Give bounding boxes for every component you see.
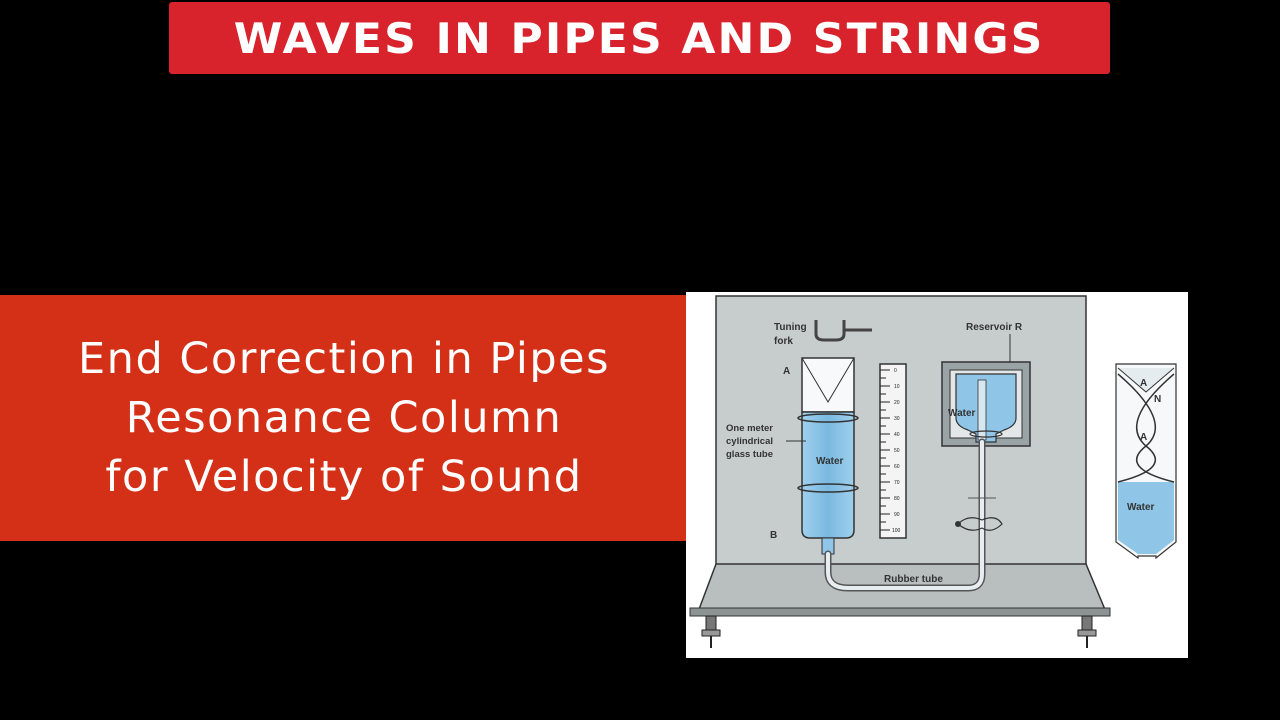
topic-panel: End Correction in Pipes Resonance Column… xyxy=(0,295,688,541)
scale-tick-60: 60 xyxy=(894,464,900,470)
scale-tick-80: 80 xyxy=(894,496,900,502)
leveling-screw-left xyxy=(701,615,721,648)
scale-tick-70: 70 xyxy=(894,480,900,486)
tube-label-1: One meter xyxy=(726,423,773,434)
inset-water-label: Water xyxy=(1127,502,1155,513)
base-edge xyxy=(689,607,1111,617)
point-b-label: B xyxy=(770,530,777,541)
reservoir-label: Reservoir R xyxy=(966,322,1023,333)
standing-wave-inset xyxy=(1115,363,1177,560)
point-a-label: A xyxy=(783,366,790,377)
tuning-fork xyxy=(814,320,872,342)
tube-label-2: cylindrical xyxy=(726,436,773,447)
title-banner: WAVES IN PIPES AND STRINGS xyxy=(169,2,1110,74)
scale-tick-50: 50 xyxy=(894,448,900,454)
scale-tick-30: 30 xyxy=(894,416,900,422)
leveling-screw-right xyxy=(1077,615,1097,648)
apparatus-svg: Tuning fork A B One meter cylindrical gl… xyxy=(689,295,1177,648)
glass-tube xyxy=(797,357,859,555)
rubber-tube-label: Rubber tube xyxy=(884,574,943,585)
inset-antinode-bottom: A xyxy=(1140,432,1147,443)
scale-tick-20: 20 xyxy=(894,400,900,406)
tuning-fork-label-1: Tuning xyxy=(774,322,807,333)
reservoir-water-label: Water xyxy=(948,408,976,419)
pinch-clamp xyxy=(955,497,1003,531)
banner-title: WAVES IN PIPES AND STRINGS xyxy=(234,13,1045,63)
scale-tick-90: 90 xyxy=(894,512,900,518)
scale-tick-100: 100 xyxy=(892,528,901,534)
scale-tick-40: 40 xyxy=(894,432,900,438)
scale-tick-10: 10 xyxy=(894,384,900,390)
topic-line-3: for Velocity of Sound xyxy=(105,451,583,502)
inset-antinode-top: A xyxy=(1140,378,1147,389)
topic-line-2: Resonance Column xyxy=(125,392,563,443)
tuning-fork-label-2: fork xyxy=(774,336,793,347)
reservoir xyxy=(941,361,1031,447)
meter-scale: 0 10 20 30 40 50 60 70 80 90 100 xyxy=(879,363,907,539)
scale-tick-0: 0 xyxy=(894,368,897,374)
tube-water-label: Water xyxy=(816,456,844,467)
rubber-tube-inner xyxy=(826,440,984,590)
inset-node-label: N xyxy=(1154,394,1161,405)
topic-line-1: End Correction in Pipes xyxy=(78,333,610,384)
tube-label-3: glass tube xyxy=(726,449,773,460)
resonance-apparatus-diagram: Tuning fork A B One meter cylindrical gl… xyxy=(686,292,1188,658)
